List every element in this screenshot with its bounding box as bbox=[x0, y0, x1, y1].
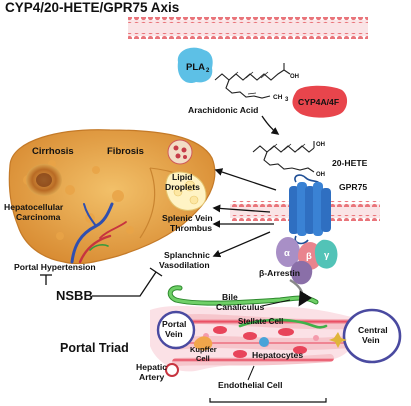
bile-canaliculus-label-line1: Bile bbox=[222, 292, 238, 302]
portal-hypertension-label: Portal Hypertension bbox=[14, 262, 96, 272]
portal-vein-label-line2: Vein bbox=[165, 329, 183, 339]
hete-cooh-label: OH bbox=[316, 142, 325, 148]
nsbb-label: NSBB bbox=[56, 288, 93, 303]
fibrosis-label: Fibrosis bbox=[107, 146, 144, 157]
splanchnic-label-line2: Vasodilation bbox=[159, 260, 210, 270]
cirrhosis-label: Cirrhosis bbox=[32, 146, 74, 157]
aa-ch3-subscript: 3 bbox=[285, 97, 289, 103]
20-hete-structure bbox=[253, 141, 314, 172]
arachidonic-acid-label: Arachidonic Acid bbox=[188, 105, 258, 115]
cyp4a-label: CYP4A/4F bbox=[298, 97, 339, 107]
hete-oh-label: OH bbox=[316, 172, 325, 178]
pla2-enzyme: PLA 2 bbox=[178, 48, 213, 83]
lipid-droplets-label-line1: Lipid bbox=[172, 172, 193, 182]
aa-to-20hete-arrow bbox=[262, 116, 278, 134]
pla2-label: PLA bbox=[186, 62, 205, 73]
lobule-bracket bbox=[210, 398, 326, 402]
g-gamma-label: γ bbox=[324, 250, 330, 261]
lipid-droplets-label-line2: Droplets bbox=[165, 182, 200, 192]
hcc-label-line2: Carcinoma bbox=[16, 212, 61, 222]
hepatic-artery-label-line2: Artery bbox=[139, 372, 165, 382]
diagram-title: CYP4/20-HETE/GPR75 Axis bbox=[5, 0, 179, 15]
g-alpha-label: α bbox=[284, 248, 290, 259]
central-vein-label-line1: Central bbox=[358, 325, 388, 335]
g-beta-label: β bbox=[306, 251, 312, 262]
arachidonic-acid-structure bbox=[215, 63, 290, 98]
hepatic-artery-label-line1: Hepatic bbox=[136, 362, 167, 372]
aa-ch3-label: CH bbox=[273, 94, 283, 101]
bile-canaliculus-label-line2: Canaliculus bbox=[216, 302, 264, 312]
kupffer-cell-label-line1: Kupffer bbox=[190, 345, 217, 354]
20-hete-label: 20-HETE bbox=[332, 158, 368, 168]
cyp4a-4f-enzyme: CYP4A/4F bbox=[293, 86, 348, 118]
hcc-label-line1: Hepatocellular bbox=[4, 202, 64, 212]
portal-triad-label: Portal Triad bbox=[60, 341, 129, 355]
endothelial-cell-label: Endothelial Cell bbox=[218, 380, 282, 390]
top-cell-membrane bbox=[128, 17, 368, 39]
fibrosis-inset bbox=[168, 140, 192, 164]
beta-arrestin-label: β-Arrestin bbox=[259, 268, 300, 278]
splenic-vein-label-line2: Thrombus bbox=[170, 223, 212, 233]
aa-cooh-label: OH bbox=[290, 74, 299, 80]
gpr75-label: GPR75 bbox=[339, 182, 367, 192]
gpr75-receptor bbox=[289, 175, 331, 243]
stellate-cell-label: Stellate Cell bbox=[238, 317, 283, 326]
kupffer-cell-label-line2: Cell bbox=[196, 354, 210, 363]
splanchnic-label-line1: Splanchnic bbox=[164, 250, 210, 260]
central-vein-label-line2: Vein bbox=[362, 335, 380, 345]
endothelial-pointer bbox=[248, 366, 254, 380]
hepatocytes-label: Hepatocytes bbox=[252, 350, 303, 360]
portal-vein-label-line1: Portal bbox=[162, 319, 186, 329]
splenic-vein-label-line1: Splenic Vein bbox=[162, 213, 213, 223]
